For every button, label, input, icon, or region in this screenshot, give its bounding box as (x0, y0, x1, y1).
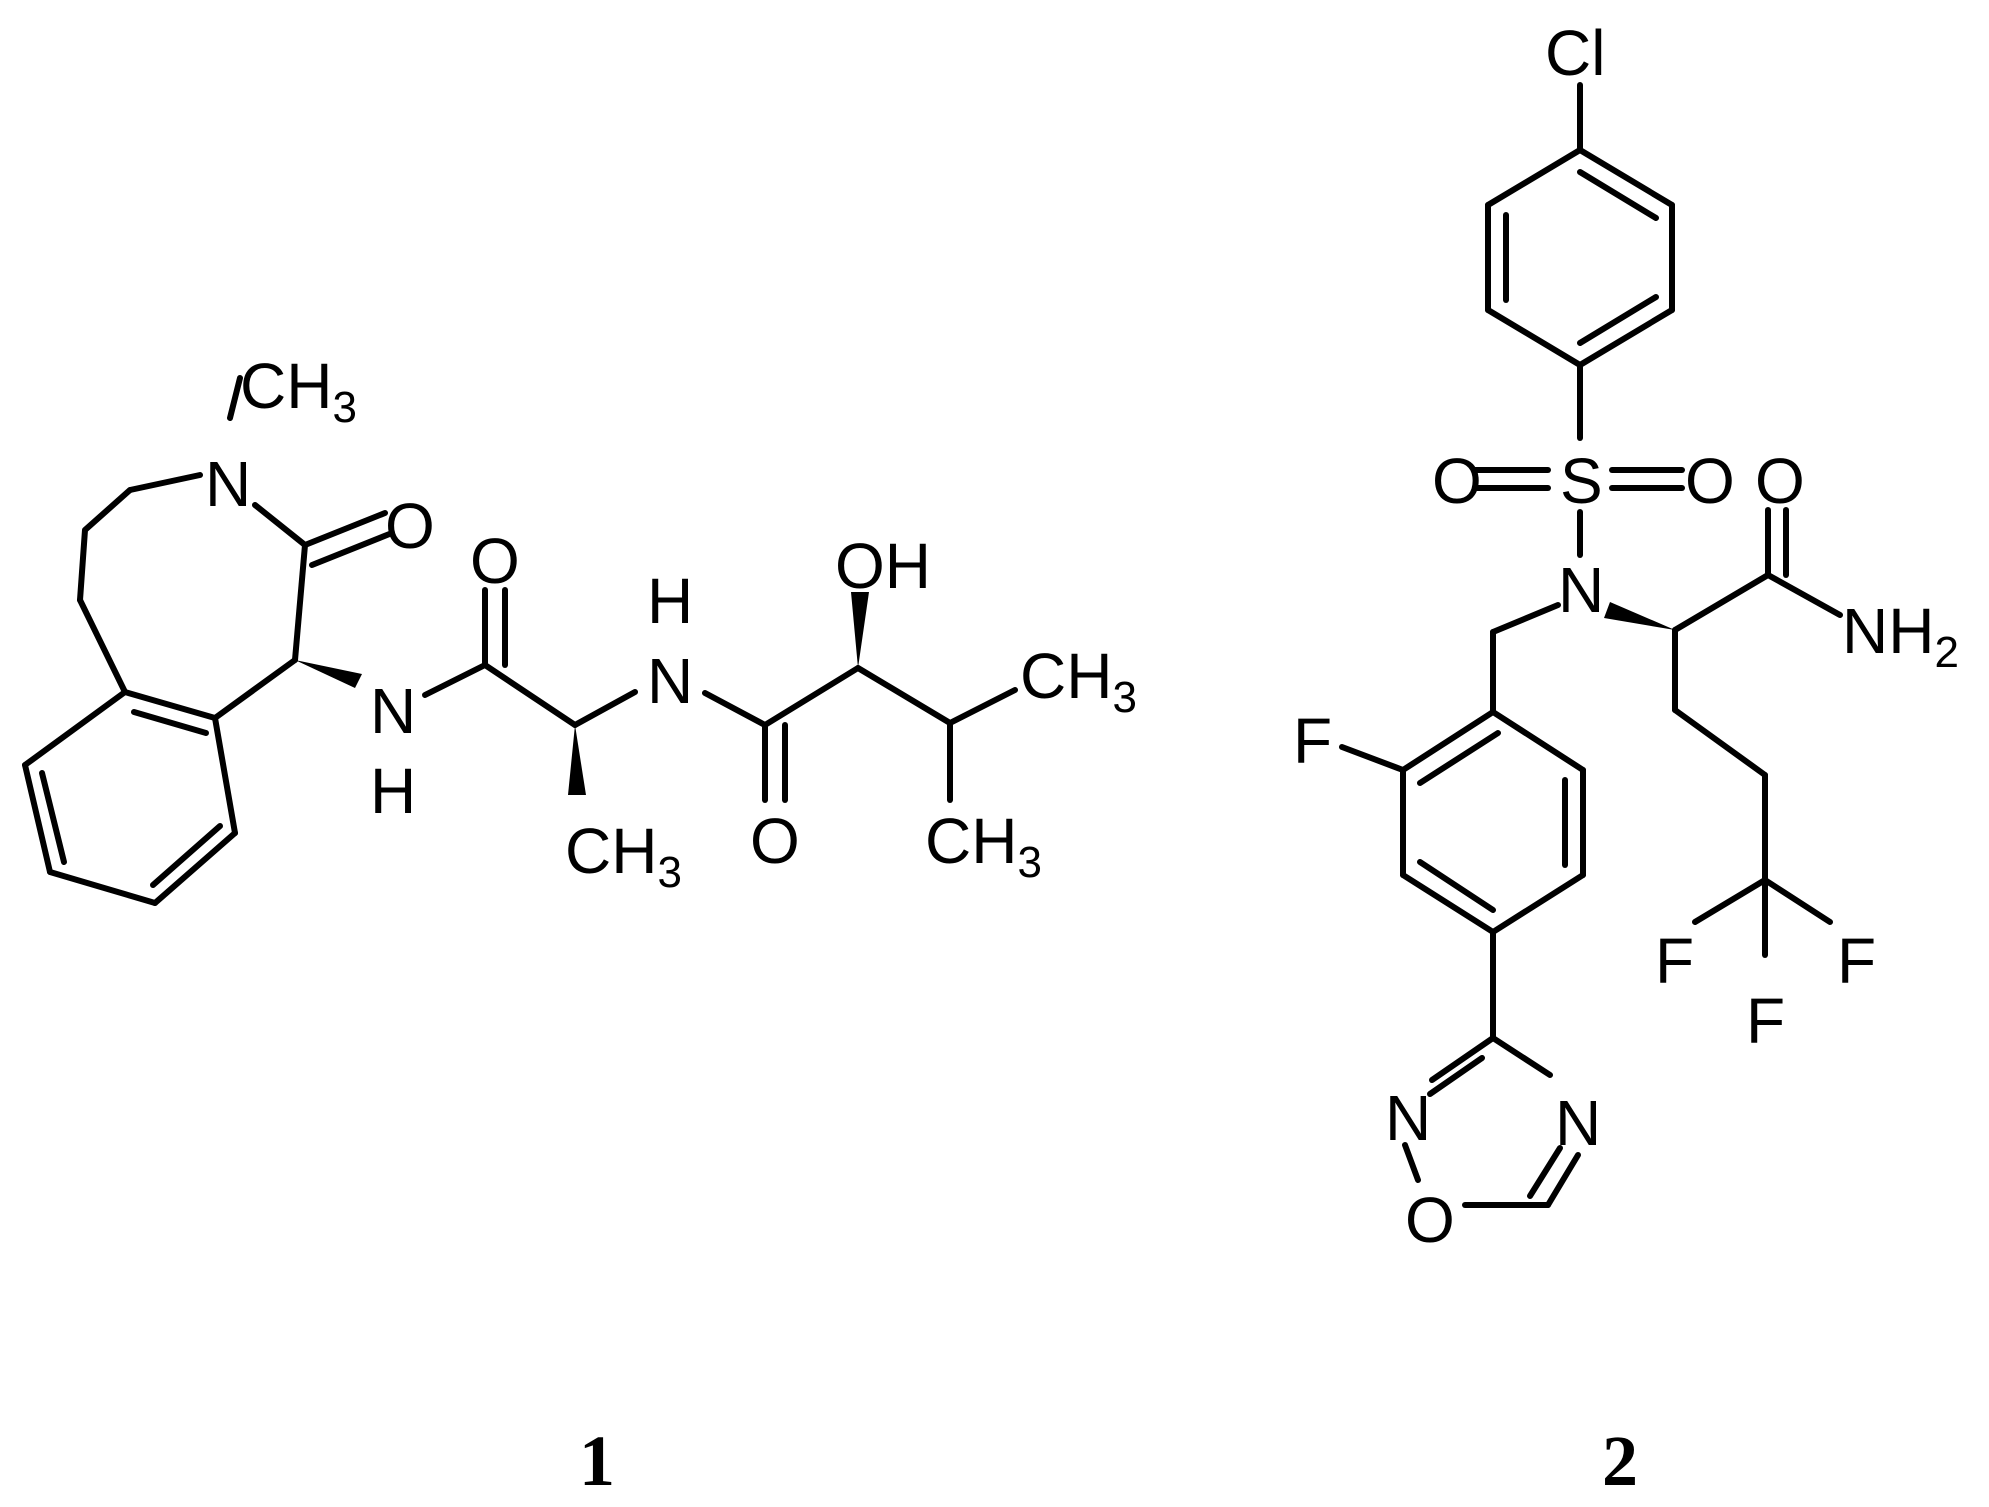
compound-2-oxadiazole-nitrogen-right: N (1555, 1087, 1601, 1159)
compound-1-ring-nitrogen: N (205, 448, 251, 520)
compound-1-ch3-alanine: CH3 (565, 815, 682, 897)
compound-2-wedge-bond (1604, 602, 1675, 630)
compound-1-amide-nitrogen-2: N (647, 645, 693, 717)
compound-1-ch3-n-methyl: CH3 (240, 350, 357, 432)
compound-2-amide-nh2: NH2 (1842, 595, 1959, 677)
compound-2-sulfur: S (1560, 445, 1603, 517)
compound-1-number: 1 (579, 1421, 615, 1501)
compound-1-wedge-bond (295, 660, 362, 688)
compound-1-structure: CH3 N O N H O CH3 H N O OH CH3 CH3 1 (22, 350, 1137, 1501)
compound-1-bonds (22, 375, 1018, 906)
compound-2-chlorine: Cl (1545, 17, 1605, 89)
compound-2-trifluoro-f1: F (1655, 925, 1694, 997)
compound-1-lactam-oxygen: O (385, 490, 435, 562)
compound-1-wedge-bond (851, 592, 869, 668)
compound-1-hydroxyl: OH (835, 530, 931, 602)
compound-1-wedge-bond (568, 725, 586, 795)
compound-1-amide-oxygen-1: O (470, 525, 520, 597)
compound-1-amide-hydrogen-2: H (647, 565, 693, 637)
compound-2-number: 2 (1602, 1421, 1638, 1501)
compound-1-ch3-isopropyl-a: CH3 (1020, 640, 1137, 722)
compound-2-trifluoro-f2: F (1837, 925, 1876, 997)
compound-2-oxadiazole-nitrogen-left: N (1385, 1082, 1431, 1154)
compound-1-amide-oxygen-2: O (750, 805, 800, 877)
compound-2-sulfonyl-oxygen-left: O (1432, 445, 1482, 517)
compound-2-bonds (1339, 82, 1843, 1208)
compound-2-sulfonamide-nitrogen: N (1558, 554, 1604, 626)
compound-1-amide-hydrogen-1: H (370, 755, 416, 827)
compound-2-trifluoro-f3: F (1746, 985, 1785, 1057)
compound-2-amide-oxygen: O (1755, 445, 1805, 517)
compound-1-amide-nitrogen-1: N (370, 675, 416, 747)
compound-2-aryl-fluorine: F (1293, 705, 1332, 777)
compound-2-structure: Cl O S O N O NH2 F F F F N N O 2 (1293, 17, 1959, 1501)
compound-2-oxadiazole-oxygen: O (1405, 1184, 1455, 1256)
compound-1-ch3-isopropyl-b: CH3 (925, 805, 1042, 887)
compound-2-sulfonyl-oxygen-right: O (1685, 445, 1735, 517)
